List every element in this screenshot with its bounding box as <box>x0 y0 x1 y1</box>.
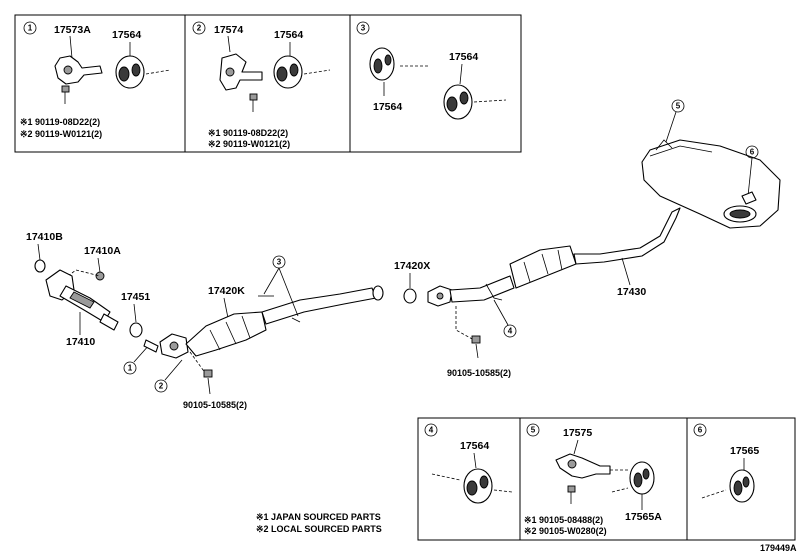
gasket-17410B <box>34 259 46 273</box>
box-2-number: 2 <box>197 24 202 33</box>
gasket-17451 <box>129 322 143 338</box>
label-17430: 17430 <box>617 286 646 298</box>
label-17574: 17574 <box>214 24 243 36</box>
label-17410B: 17410B <box>26 231 63 243</box>
label-bolt-1: 90105-10585(2) <box>183 400 247 410</box>
callout-4: 4 <box>508 327 513 336</box>
pipe-17420K <box>261 287 377 325</box>
note-1-box2: ※1 90119-08D22(2) <box>208 128 288 138</box>
note-local-sourced: ※2 LOCAL SOURCED PARTS <box>256 524 382 534</box>
catalytic-converter-2 <box>509 245 577 289</box>
label-bolt-2: 90105-10585(2) <box>447 368 511 378</box>
label-17410A: 17410A <box>84 245 121 257</box>
detail-box-1: 1 17573A 17564 ※1 90119-08D22(2) ※2 9011… <box>14 14 186 153</box>
label-17575: 17575 <box>563 427 592 439</box>
label-17564-b4: 17564 <box>460 440 489 452</box>
nut-17410A <box>95 271 105 281</box>
label-17420K: 17420K <box>208 285 245 297</box>
pipe-end-17420K <box>372 285 384 301</box>
box-4-number: 4 <box>429 426 434 435</box>
box-6-number: 6 <box>698 426 703 435</box>
label-17573A: 17573A <box>54 24 91 36</box>
label-17564-lower: 17564 <box>373 101 402 113</box>
note-2-box1: ※2 90119-W0121(2) <box>20 129 102 139</box>
detail-box-6: 6 17565 <box>686 417 796 541</box>
callout-3: 3 <box>277 258 282 267</box>
label-17564-upper: 17564 <box>449 51 478 63</box>
muffler <box>641 139 781 229</box>
label-17565A: 17565A <box>625 511 662 523</box>
label-17564-b2: 17564 <box>274 29 303 41</box>
bolt-1 <box>203 369 213 378</box>
gasket-17420X <box>403 288 417 304</box>
box-5-number: 5 <box>531 426 536 435</box>
bolt-2 <box>471 335 481 344</box>
bracket-17574 <box>219 53 263 91</box>
note-2-box5: ※2 90105-W0280(2) <box>524 526 607 536</box>
detail-box-2: 2 17574 17564 ※1 90119-08D22(2) ※2 90119… <box>184 14 351 153</box>
note-1-box5: ※1 90105-08488(2) <box>524 515 603 525</box>
catalytic-converter-1 <box>185 311 267 357</box>
note-2-box2: ※2 90119-W0121(2) <box>208 139 290 149</box>
note-japan-sourced: ※1 JAPAN SOURCED PARTS <box>256 512 381 522</box>
label-17420X: 17420X <box>394 260 430 272</box>
label-17451: 17451 <box>121 291 150 303</box>
center-pipe-17420K: 17420K 3 1 2 90105-10585(2) <box>123 255 384 410</box>
intermediate-pipe <box>449 275 515 303</box>
label-17410: 17410 <box>66 336 95 348</box>
box-1-number: 1 <box>28 24 33 33</box>
label-17564: 17564 <box>112 29 141 41</box>
detail-box-5: 5 17575 17565A ※1 90105-08488(2) ※2 9010… <box>519 417 688 541</box>
pipe-17430 <box>573 207 681 265</box>
callout-1: 1 <box>128 364 133 373</box>
rear-pipe-assembly: 17420X 17430 4 90105-10585(2) <box>394 207 681 378</box>
bracket-17573A <box>54 55 103 85</box>
detail-box-3: 3 17564 17564 <box>349 14 522 153</box>
bracket-17575 <box>555 453 611 479</box>
label-17565: 17565 <box>730 445 759 457</box>
muffler-assembly: 5 6 <box>641 99 781 229</box>
detail-box-4: 4 17564 <box>417 417 521 541</box>
note-1-box1: ※1 90119-08D22(2) <box>20 117 100 127</box>
callout-2: 2 <box>159 382 164 391</box>
front-pipe-assembly: 17410B 17410A 17410 17451 <box>26 231 150 348</box>
callout-5: 5 <box>676 102 681 111</box>
box-3-number: 3 <box>361 24 366 33</box>
diagram-reference-id: 179449A <box>760 543 797 553</box>
callout-6: 6 <box>750 148 755 157</box>
